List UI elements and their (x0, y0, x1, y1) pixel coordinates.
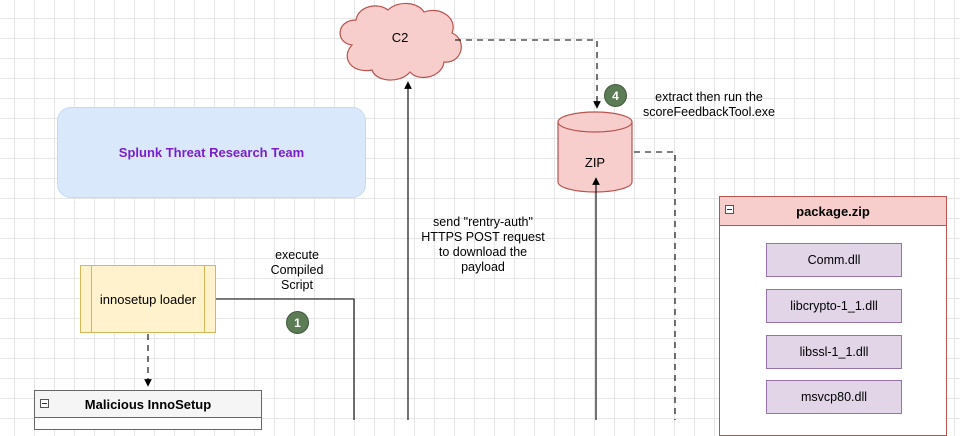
collapse-icon[interactable] (725, 205, 734, 214)
dll-label: Comm.dll (807, 253, 861, 267)
innosetup-loader-label: innosetup loader (99, 291, 197, 307)
zip-cylinder[interactable] (557, 111, 633, 193)
dll-label: libssl-1_1.dll (799, 345, 869, 359)
dll-item[interactable]: libcrypto-1_1.dll (766, 289, 902, 323)
innosetup-loader-box[interactable]: innosetup loader (80, 265, 216, 333)
step-4-badge: 4 (604, 84, 627, 107)
team-label-box: Splunk Threat Research Team (57, 107, 366, 198)
malicious-innosetup-container[interactable]: Malicious InnoSetup (34, 390, 262, 430)
zip-extract-connector (634, 151, 676, 420)
team-label: Splunk Threat Research Team (118, 145, 305, 160)
c2-cloud[interactable] (339, 2, 462, 81)
package-zip-header[interactable]: package.zip (720, 197, 946, 226)
execute-script-label: execute Compiled Script (270, 248, 324, 292)
package-zip-title: package.zip (796, 203, 870, 219)
dll-item[interactable]: libssl-1_1.dll (766, 335, 902, 369)
loader-right-bar (204, 266, 205, 332)
c2-label: C2 (391, 29, 409, 45)
step-1-badge: 1 (286, 311, 309, 334)
dll-label: msvcp80.dll (801, 390, 867, 404)
collapse-icon[interactable] (40, 399, 49, 408)
loader-execute-connector (216, 298, 355, 420)
extract-run-label: extract then run the scoreFeedbackTool.e… (642, 90, 776, 119)
dll-item[interactable]: msvcp80.dll (766, 380, 902, 414)
loader-left-bar (91, 266, 92, 332)
c2-to-zip-connector (455, 39, 601, 109)
send-request-label: send "rentry-auth" HTTPS POST request to… (421, 215, 545, 274)
malicious-innosetup-title: Malicious InnoSetup (84, 396, 212, 412)
dll-item[interactable]: Comm.dll (766, 243, 902, 277)
zip-label: ZIP (584, 154, 606, 170)
malicious-innosetup-header[interactable]: Malicious InnoSetup (35, 391, 261, 418)
package-zip-container[interactable]: package.zip Comm.dll libcrypto-1_1.dll l… (719, 196, 947, 436)
diagram-canvas (144, 2, 676, 420)
dll-label: libcrypto-1_1.dll (790, 299, 878, 313)
